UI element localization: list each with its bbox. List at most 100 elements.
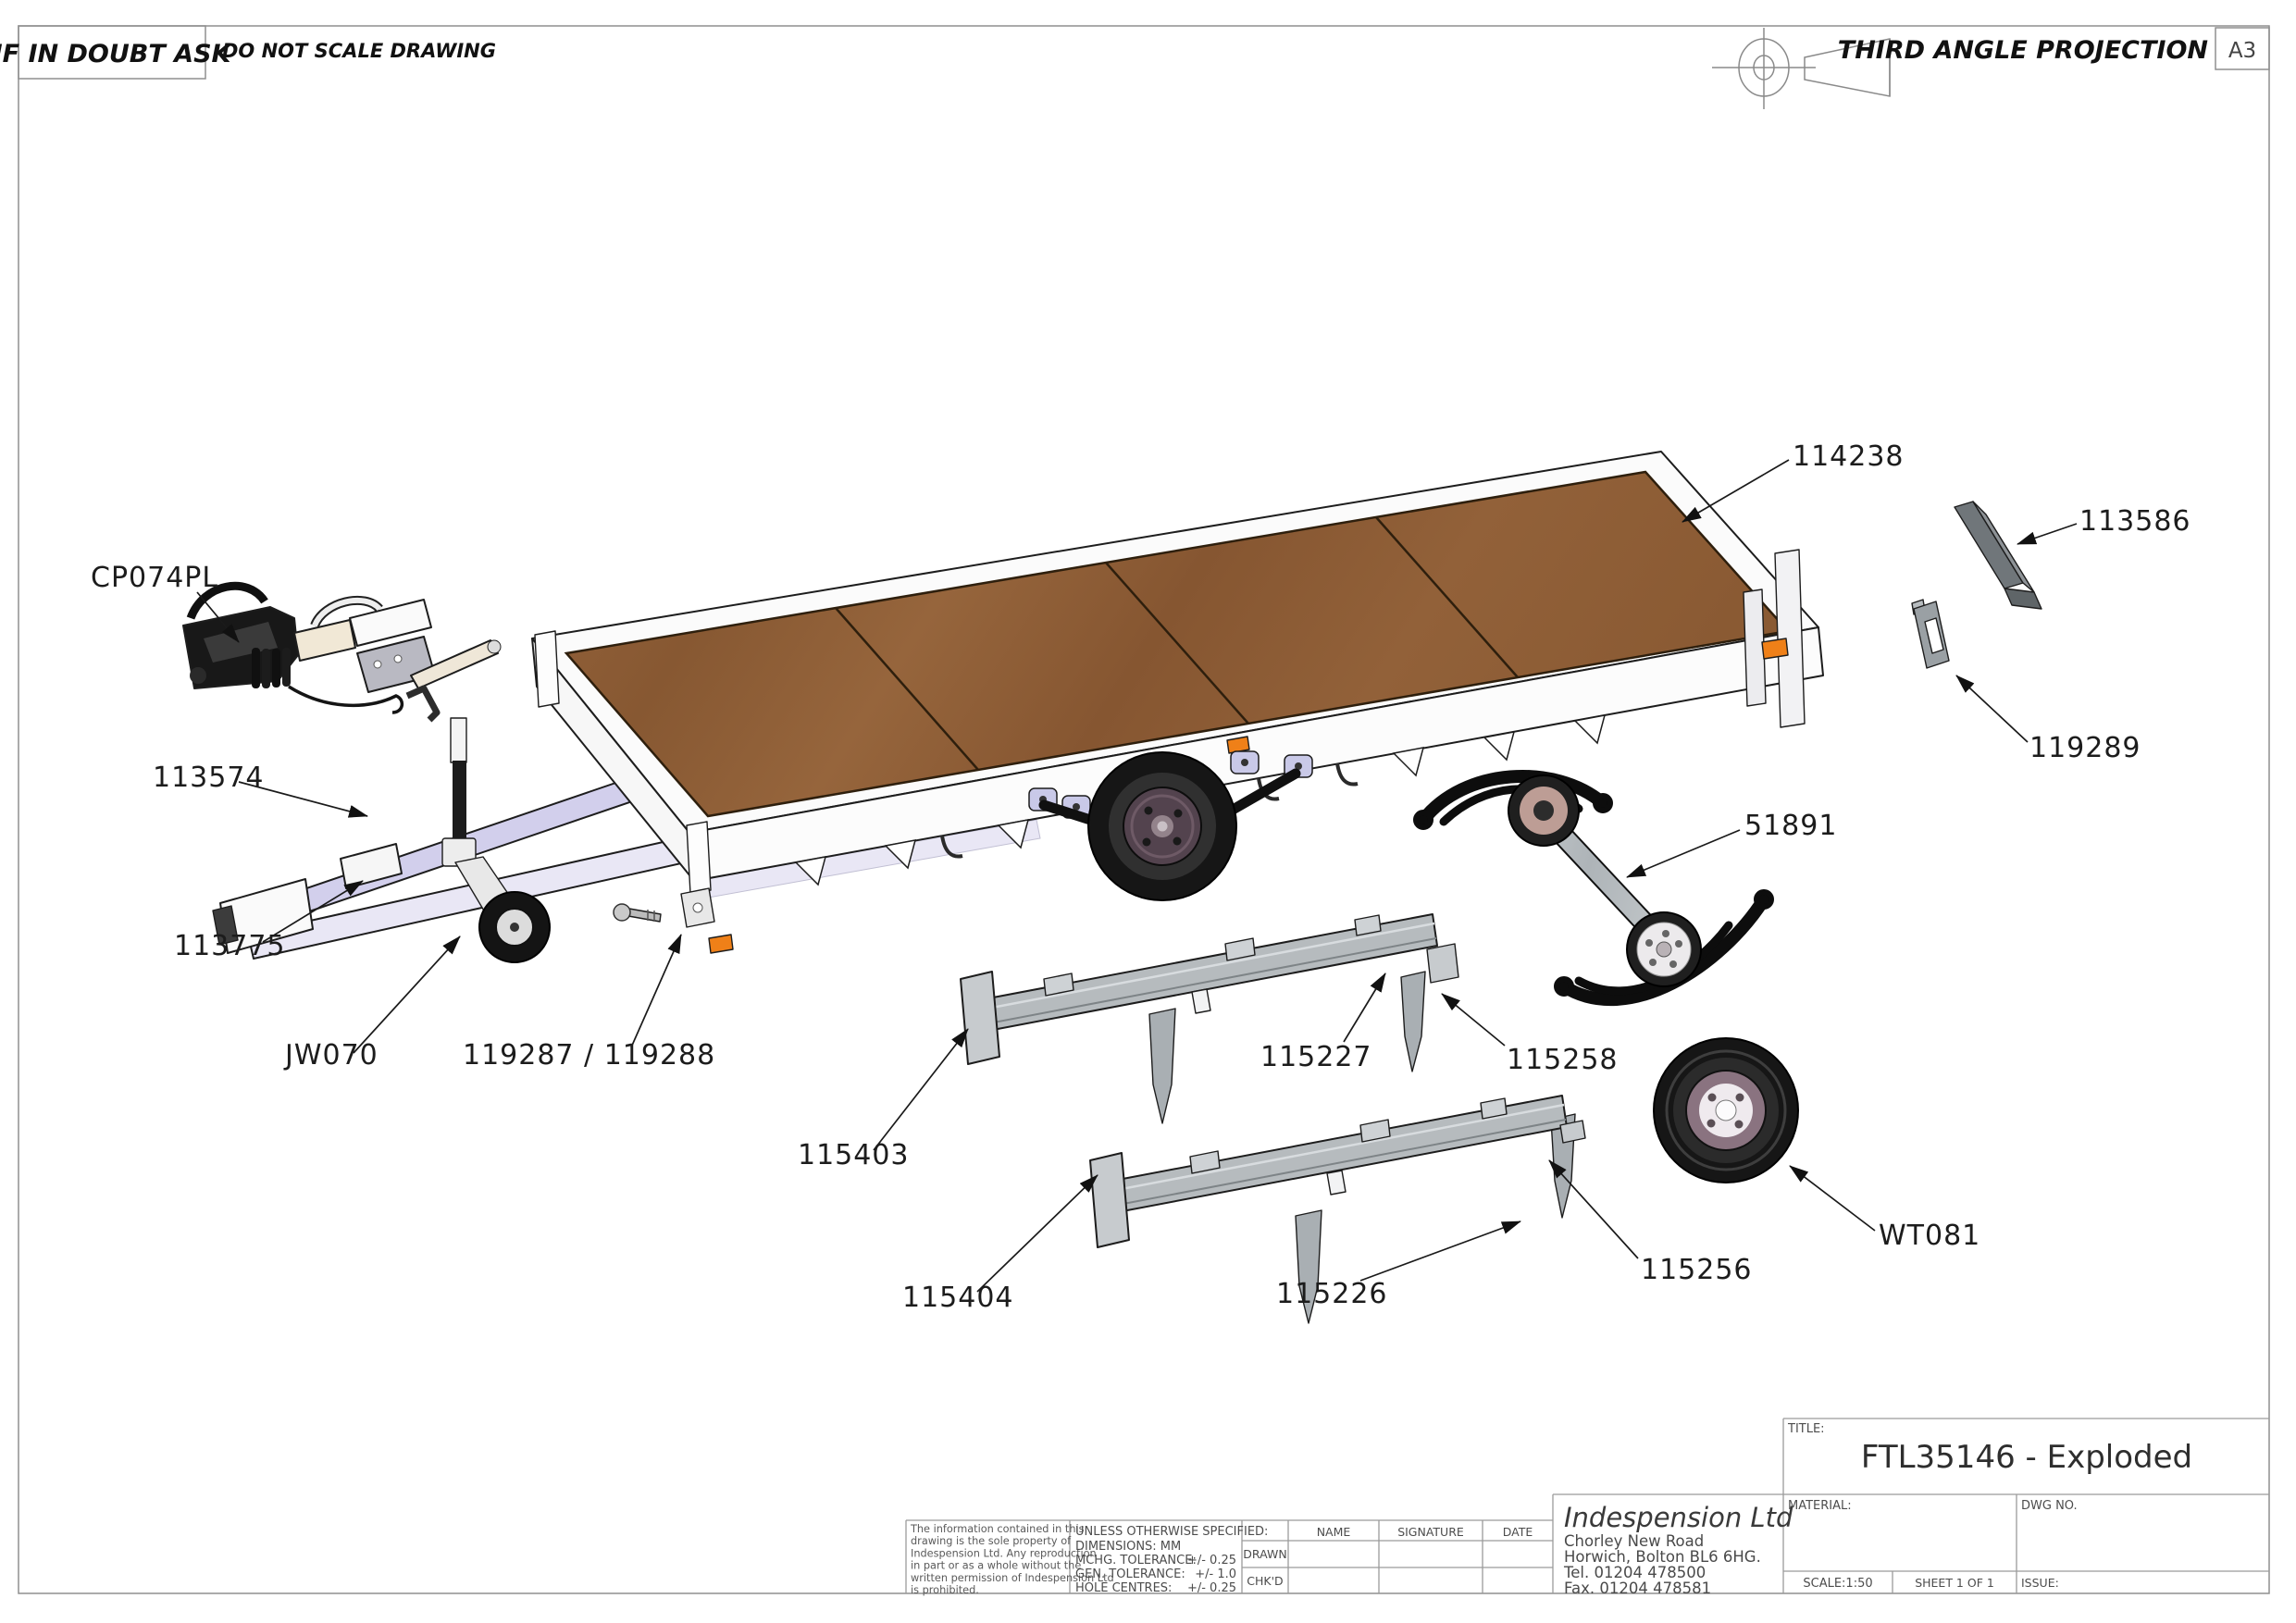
- jockey-wheel-assembly-jw070: [405, 685, 551, 963]
- callout-115403: 115403: [798, 1028, 969, 1171]
- breakaway-cable: [288, 685, 404, 714]
- leader-line: [353, 935, 461, 1054]
- callout-113586: 113586: [2017, 505, 2191, 545]
- tolerance-block: UNLESS OTHERWISE SPECIFIED: DIMENSIONS: …: [1075, 1525, 1268, 1595]
- callout-51891: 51891: [1626, 810, 1837, 878]
- fixings-119287-119288: [613, 887, 734, 954]
- coupling-hoop-handle: [312, 598, 382, 627]
- callout-JW070: JW070: [283, 935, 461, 1072]
- bolt-head: [613, 903, 631, 922]
- callout-CP074PL: CP074PL: [91, 562, 240, 643]
- callout-113775: 113775: [174, 880, 364, 962]
- tolerance-heading: UNLESS OTHERWISE SPECIFIED:: [1075, 1525, 1268, 1539]
- tolerance-row-label: GEN. TOLERANCE:: [1075, 1567, 1185, 1581]
- road-wheel: [1087, 751, 1237, 901]
- tolerance-row-value: +/- 0.25: [1187, 1581, 1236, 1595]
- leader-line: [238, 781, 368, 818]
- callout-115227: 115227: [1260, 973, 1386, 1073]
- callout-113574: 113574: [153, 762, 368, 818]
- sheet-size-text: A3: [2228, 39, 2256, 63]
- crossmember-upper-end-plate: [960, 971, 1000, 1065]
- part-number-label: WT081: [1879, 1220, 1980, 1252]
- spare-wheel-wt081: [1653, 1037, 1799, 1183]
- part-number-label: 114238: [1793, 440, 1905, 473]
- crossmember-lower-115404: [1089, 1095, 1586, 1324]
- front-corner-plate-113775: [340, 843, 403, 889]
- title-label: TITLE:: [1787, 1422, 1825, 1436]
- leader-line: [630, 934, 682, 1048]
- part-number-label: 115404: [902, 1282, 1014, 1314]
- part-number-label: 113775: [174, 930, 286, 962]
- trailer-bed-114238: [531, 451, 1824, 895]
- part-number-label: 113586: [2079, 505, 2191, 538]
- col-name: NAME: [1317, 1525, 1351, 1539]
- deck-seams: [835, 516, 1519, 771]
- callout-119289: 119289: [1955, 675, 2141, 764]
- part-number-label: 115256: [1641, 1254, 1753, 1286]
- leader-line: [1626, 829, 1741, 878]
- leader-line: [2017, 523, 2078, 545]
- small-reflector: [708, 934, 734, 954]
- company-name: Indespension Ltd: [1564, 1502, 1793, 1533]
- axle-assembly-51891: [1413, 769, 1774, 1007]
- part-number-label: 113574: [153, 762, 265, 794]
- bracket-115258: [1426, 943, 1459, 984]
- row-drawn: DRAWN: [1243, 1547, 1286, 1561]
- leader-line: [1359, 1220, 1521, 1282]
- leader-line: [1548, 1159, 1639, 1259]
- coupling-assembly-cp074pl: [182, 581, 502, 714]
- leader-line: [1955, 675, 2029, 743]
- do-not-scale-text: DO NOT SCALE DRAWING: [222, 40, 496, 62]
- mudguard-plate-113586: [1954, 501, 2042, 610]
- row-chkd: CHK'D: [1247, 1574, 1283, 1588]
- part-number-label: 115403: [798, 1139, 910, 1171]
- approval-table: NAME SIGNATURE DATE DRAWN CHK'D: [1243, 1525, 1533, 1588]
- damper-tube: [293, 619, 356, 662]
- part-number-label: 51891: [1744, 810, 1837, 842]
- jack-handle-tube: [410, 639, 499, 689]
- callout-115404: 115404: [902, 1174, 1098, 1314]
- part-number-label: CP074PL: [91, 562, 218, 594]
- drawing-title: FTL35146 - Exploded: [1861, 1439, 2192, 1476]
- callout-119287-119288: 119287 / 119288: [463, 934, 714, 1072]
- rear-reflector: [1761, 638, 1789, 660]
- part-number-label: 115226: [1276, 1278, 1388, 1310]
- leader-line: [262, 880, 364, 943]
- sheet-size-box: [2215, 27, 2270, 70]
- third-angle-projection-icon: [1712, 28, 1891, 109]
- crossmember-upper-115403: [960, 913, 1459, 1124]
- material-label: MATERIAL:: [1788, 1499, 1852, 1513]
- callout-115258: 115258: [1441, 993, 1619, 1076]
- leader-line: [196, 591, 240, 643]
- if-in-doubt-box: [18, 25, 206, 80]
- tolerance-row-label: HOLE CENTRES:: [1075, 1581, 1172, 1595]
- tolerance-row-label: MCHG. TOLERANCE:: [1075, 1554, 1197, 1567]
- third-angle-projection-text: THIRD ANGLE PROJECTION: [1838, 36, 2209, 65]
- part-number-label: 115227: [1260, 1041, 1372, 1073]
- jockey-crank-handle: [405, 685, 441, 723]
- coupling-bellows: [252, 648, 291, 688]
- leader-line: [1441, 993, 1506, 1047]
- col-date: DATE: [1503, 1525, 1533, 1539]
- leader-line: [1343, 973, 1386, 1043]
- part-number-label: 119289: [2029, 732, 2141, 764]
- crossmember-lower-end-plate: [1089, 1152, 1130, 1248]
- callout-WT081: WT081: [1789, 1165, 1980, 1252]
- part-number-label: JW070: [283, 1039, 379, 1072]
- leader-line: [976, 1174, 1098, 1293]
- sheet-value: SHEET 1 OF 1: [1915, 1576, 1994, 1590]
- part-number-label: 115258: [1507, 1044, 1619, 1076]
- crossmember-upper-leg-115227: [1148, 1008, 1176, 1124]
- rear-corner-posts: [1743, 549, 1806, 728]
- side-reflector: [1226, 736, 1250, 754]
- tolerance-dimensions: DIMENSIONS: MM: [1075, 1540, 1181, 1554]
- tolerance-row-value: +/- 0.25: [1187, 1554, 1236, 1567]
- col-signature: SIGNATURE: [1397, 1525, 1464, 1539]
- spring-hanger-brackets: [1028, 750, 1313, 819]
- callout-114238: 114238: [1682, 440, 1905, 523]
